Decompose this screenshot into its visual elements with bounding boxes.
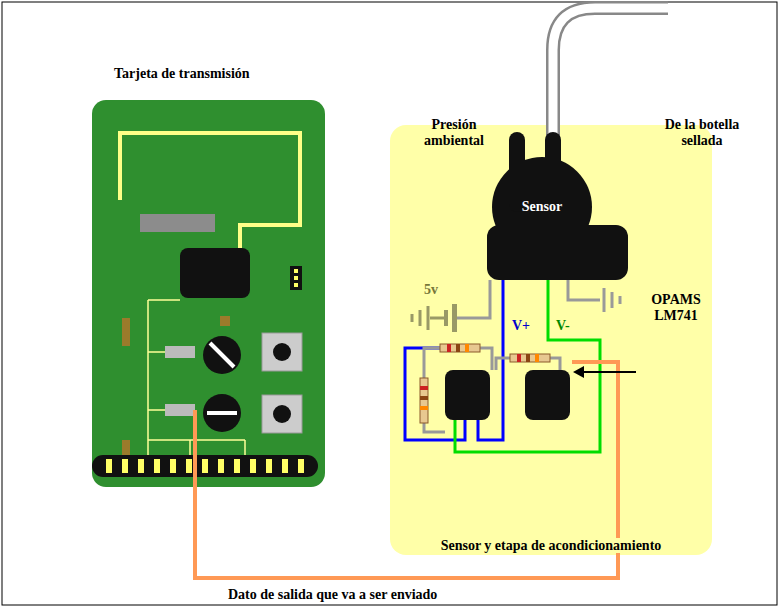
sensor-pin [456,280,490,318]
opamp-chip [445,370,490,420]
conditioning-panel: Sensor y etapa de acondicionamiento Senso… [390,125,712,555]
push-button-cap [273,343,291,361]
transmitter-board-shape [92,100,325,487]
solder-pad [165,404,195,416]
edge-connector [92,455,318,477]
transmitter-board: Tarjeta de transmisión [92,100,325,487]
resistor-symbol [420,378,428,423]
battery-symbol [444,310,448,326]
transmitter-chip [180,248,250,298]
solder-pad [165,346,195,358]
ground-symbol [412,306,444,330]
resistor-symbol [420,386,428,390]
callout-arrowhead [573,366,584,378]
signal-name: V- [556,318,586,334]
pressure-sensor: Sensor [492,157,592,257]
header-part [290,266,302,290]
header-pin [294,283,298,287]
ground-symbol [568,280,620,312]
resistor-symbol [447,344,451,352]
resistor-symbol [440,344,480,352]
edge-label: Dato de salida que va a ser enviado [228,587,437,603]
push-button [262,395,302,433]
callout-arrow [582,371,636,373]
battery-symbol [452,304,457,332]
resistor-symbol [526,354,530,362]
antenna-trace [120,133,300,248]
push-button [262,333,302,371]
opamp-chip [525,370,570,420]
header-pin [294,276,298,280]
node-shapes [92,100,712,555]
hose-inner [553,8,668,140]
trimmer-slot [207,411,237,415]
push-button-cap [273,405,291,423]
connector-pins [106,459,304,473]
crystal-part [140,214,215,232]
resistor-symbol [420,406,428,410]
signal-name: V+ [512,318,542,334]
header-pin [294,269,298,273]
resistor-symbol [517,354,521,362]
resistor-symbol [510,354,550,362]
trimmer-pot [203,394,241,432]
port-label: Presión ambiental [402,117,506,149]
hose [553,8,668,140]
resistor-symbol [456,344,460,352]
sensor-body [487,225,628,280]
sensor-details [195,8,668,555]
output-wire [193,410,197,487]
node-text: Sensor y etapa de acondicionamiento [390,538,712,554]
resistor-symbol [420,378,428,423]
resistor-symbol [465,344,469,352]
trimmer-slot [210,343,234,367]
smd-part [220,316,230,326]
resistor-symbol [420,396,428,400]
resistor-symbol [440,344,480,352]
node-text: Sensor [522,199,562,215]
resistor-symbol [535,354,539,362]
node-text: Tarjeta de transmisión [114,66,250,82]
smd-part [122,318,130,346]
transmitter-details [92,133,318,477]
output-connector [195,487,618,578]
port-label: De la botella sellada [652,117,752,149]
output-wire [572,362,618,555]
callout-label: OPAMS LM741 [640,292,712,324]
resistor-symbol [510,354,550,362]
voltage-label: 5v [424,282,454,298]
trimmer-pot [203,336,241,374]
supply-wire [455,280,600,452]
conditioning-panel-shape [390,125,712,555]
